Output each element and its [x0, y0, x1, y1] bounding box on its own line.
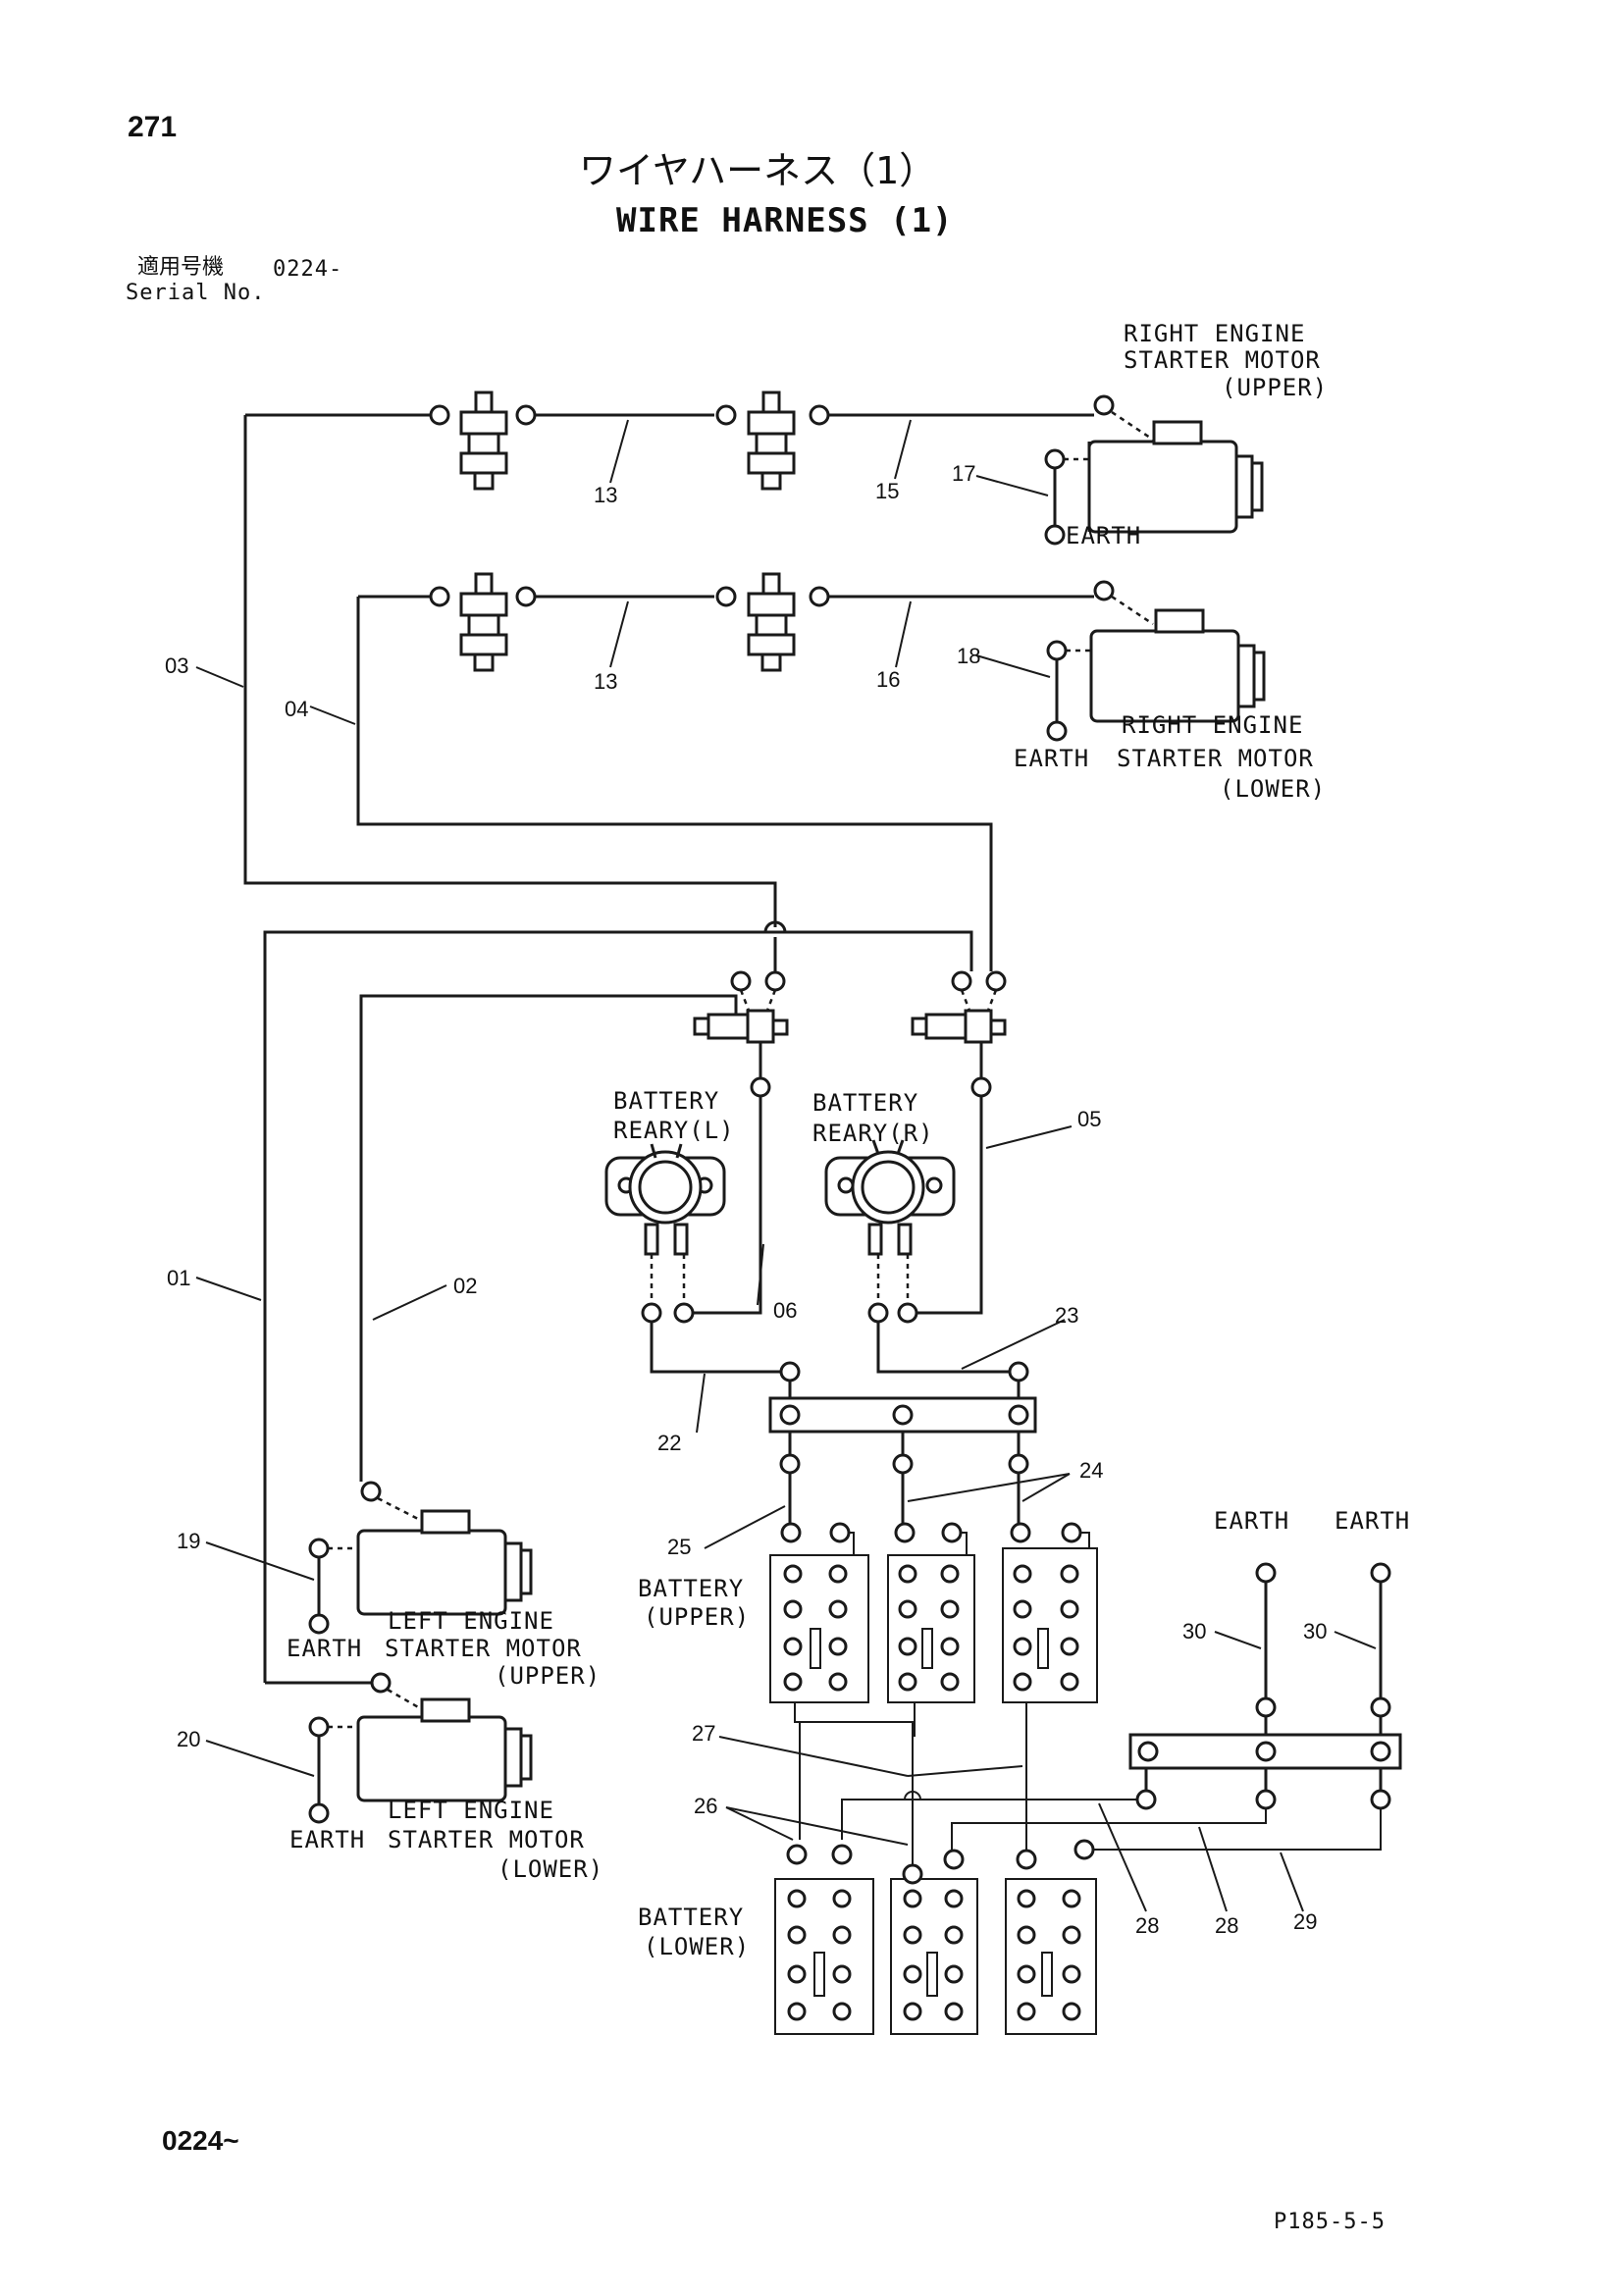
label-left-starter-lower-1: LEFT ENGINE [388, 1797, 554, 1824]
wire-28b [951, 1808, 1267, 1850]
label-earth-20: EARTH [289, 1826, 366, 1853]
label-right-starter-lower-1: RIGHT ENGINE [1122, 711, 1304, 739]
earth-busbar [1128, 1562, 1402, 1810]
label-right-starter-upper-1: RIGHT ENGINE [1124, 320, 1306, 347]
part-number-23: 23 [1055, 1303, 1079, 1328]
part-number-13b: 13 [594, 669, 618, 694]
label-earth-30a: EARTH [1214, 1507, 1290, 1535]
part-number-17: 17 [952, 461, 976, 486]
wire-04 [356, 597, 993, 971]
battery-relay-right [824, 1139, 956, 1324]
wire-22 [650, 1322, 790, 1374]
label-battery-relay-left-2: REARY(L) [613, 1117, 735, 1144]
serial-label-en: Serial No. [126, 281, 266, 305]
label-battery-upper-1: BATTERY [638, 1575, 745, 1602]
battery-relay-left [604, 1143, 726, 1324]
battery-upper-3 [1002, 1522, 1098, 1703]
part-number-15: 15 [875, 479, 900, 503]
footer-serial: 0224~ [162, 2125, 239, 2156]
connector-upper-2 [747, 391, 796, 491]
lower-harness-run [358, 572, 1154, 672]
left-starter-motor-lower [308, 1697, 533, 1824]
wire-01 [263, 930, 973, 1683]
label-battery-relay-right-1: BATTERY [812, 1089, 919, 1117]
battery-lower-3 [1005, 1849, 1097, 2035]
part-number-24: 24 [1079, 1458, 1104, 1483]
wire-29 [1094, 1808, 1382, 1851]
part-number-19: 19 [177, 1529, 201, 1553]
page-code: P185-5-5 [1274, 2210, 1386, 2234]
part-number-05: 05 [1077, 1107, 1102, 1131]
label-right-starter-lower-3: (LOWER) [1220, 775, 1327, 803]
part-number-04: 04 [285, 697, 309, 721]
label-battery-relay-left-1: BATTERY [613, 1087, 720, 1115]
battery-lower-1 [774, 1844, 874, 2035]
part-number-03: 03 [165, 653, 189, 678]
serial-label-jp: 適用号機 [137, 255, 225, 280]
upper-busbar [768, 1396, 1037, 1523]
wire-03 [243, 415, 777, 927]
serial-value: 0224- [273, 257, 343, 282]
label-left-starter-lower-2: STARTER MOTOR [388, 1826, 585, 1853]
part-number-27: 27 [692, 1721, 716, 1746]
left-starter-motor-upper [308, 1481, 533, 1635]
label-earth-19: EARTH [287, 1635, 363, 1662]
label-earth-30b: EARTH [1335, 1507, 1411, 1535]
part-number-30b: 30 [1303, 1619, 1328, 1644]
part-number-02: 02 [453, 1274, 478, 1298]
battery-lower-2 [890, 1849, 978, 2035]
wire-05 [916, 1096, 983, 1315]
part-number-29: 29 [1293, 1909, 1318, 1934]
label-battery-lower-2: (LOWER) [644, 1933, 751, 1960]
part-number-16: 16 [876, 667, 901, 692]
part-number-01: 01 [167, 1266, 191, 1290]
part-number-06: 06 [773, 1298, 798, 1323]
wire-06 [693, 1096, 762, 1315]
leader-lines [195, 419, 1377, 1912]
label-left-starter-upper-1: LEFT ENGINE [388, 1607, 554, 1635]
wire-28a [841, 1799, 1137, 1840]
title-japanese: ワイヤハーネス（1） [579, 149, 937, 192]
connector-lower-1 [459, 572, 508, 672]
battery-upper-1 [769, 1522, 869, 1703]
right-starter-motor-lower [1046, 608, 1266, 742]
label-battery-relay-right-2: REARY(R) [812, 1120, 934, 1147]
label-right-starter-upper-3: (UPPER) [1222, 374, 1329, 401]
part-number-28a: 28 [1135, 1913, 1160, 1938]
label-battery-lower-1: BATTERY [638, 1904, 745, 1931]
label-earth-17: EARTH [1066, 522, 1142, 549]
battery-lower-group [774, 1844, 1097, 2035]
label-earth-18: EARTH [1014, 745, 1090, 772]
connector-upper-1 [459, 391, 508, 491]
label-right-starter-upper-2: STARTER MOTOR [1124, 346, 1321, 374]
wire-23 [876, 1322, 1019, 1374]
upper-harness-run [245, 391, 1154, 491]
label-left-starter-lower-3: (LOWER) [497, 1855, 604, 1883]
relay-connector-right [911, 970, 1007, 1098]
part-number-26: 26 [694, 1794, 718, 1818]
relay-connector-left [693, 937, 789, 1098]
part-number-13a: 13 [594, 483, 618, 507]
label-left-starter-upper-2: STARTER MOTOR [385, 1635, 582, 1662]
part-number-25: 25 [667, 1535, 692, 1559]
page-number: 271 [128, 111, 178, 143]
part-number-30a: 30 [1182, 1619, 1207, 1644]
label-battery-upper-2: (UPPER) [644, 1603, 751, 1631]
part-number-18: 18 [957, 644, 981, 668]
part-number-28b: 28 [1215, 1913, 1239, 1938]
part-number-20: 20 [177, 1727, 201, 1751]
part-number-22: 22 [657, 1431, 682, 1455]
label-right-starter-lower-2: STARTER MOTOR [1117, 745, 1314, 772]
title-english: WIRE HARNESS (1) [616, 201, 954, 240]
right-starter-motor-upper [1044, 420, 1264, 546]
connector-lower-2 [747, 572, 796, 672]
battery-upper-2 [887, 1522, 975, 1703]
battery-upper-group [769, 1522, 1098, 1703]
label-left-starter-upper-3: (UPPER) [495, 1662, 602, 1690]
